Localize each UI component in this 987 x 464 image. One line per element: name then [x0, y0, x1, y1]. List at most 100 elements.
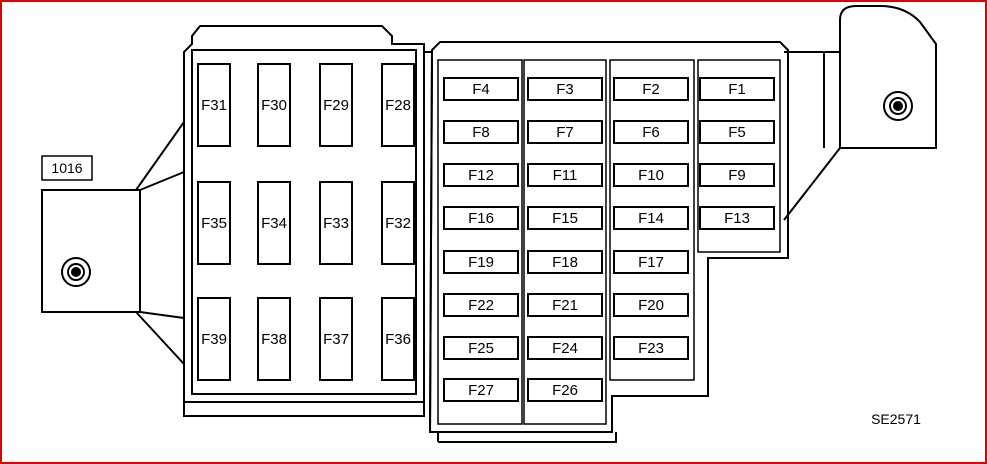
- right-fuse-block: [424, 41, 789, 443]
- fuse-f35-label: F35: [201, 215, 227, 232]
- fuse-f36: F36: [381, 297, 415, 381]
- fuse-f15-outline: [527, 206, 603, 230]
- fuse-f36-label: F36: [385, 331, 411, 348]
- fuse-f26: F26: [527, 378, 603, 402]
- fuse-f20-label: F20: [638, 297, 664, 314]
- fuse-bays: [437, 59, 781, 425]
- fuse-f22-outline: [443, 293, 519, 317]
- fuse-f19-label: F19: [468, 254, 494, 271]
- fuse-f21-label: F21: [552, 297, 578, 314]
- fuse-f14-outline: [613, 206, 689, 230]
- fuse-f7-outline: [527, 120, 603, 144]
- fuse-f1-outline: [699, 77, 775, 101]
- fuse-f8: F8: [443, 120, 519, 144]
- fuse-f20: F20: [613, 293, 689, 317]
- fuse-f26-outline: [527, 378, 603, 402]
- fuse-f7-label: F7: [556, 124, 574, 141]
- fuse-f21-outline: [527, 293, 603, 317]
- fuse-f3: F3: [527, 77, 603, 101]
- fuse-f37-label: F37: [323, 331, 349, 348]
- left-fuse-block: [183, 25, 425, 417]
- fuse-f22-label: F22: [468, 297, 494, 314]
- fuse-f25: F25: [443, 336, 519, 360]
- fuse-f18: F18: [527, 250, 603, 274]
- fuse-f9-outline: [699, 163, 775, 187]
- fuse-f17: F17: [613, 250, 689, 274]
- fuse-f15-label: F15: [552, 210, 578, 227]
- fuse-f25-outline: [443, 336, 519, 360]
- fuse-f32-label: F32: [385, 215, 411, 232]
- fuse-f12: F12: [443, 163, 519, 187]
- fuse-f3-label: F3: [556, 81, 574, 98]
- right-mounting-bracket: [783, 5, 937, 221]
- fuse-f2-outline: [613, 77, 689, 101]
- connector-label: 1016: [51, 160, 82, 176]
- fuse-f16: F16: [443, 206, 519, 230]
- left-mounting-bracket: [41, 121, 185, 365]
- fuse-f6-outline: [613, 120, 689, 144]
- fuse-f5-label: F5: [728, 124, 746, 141]
- fuse-f39: F39: [197, 297, 231, 381]
- fuse-f16-outline: [443, 206, 519, 230]
- fuse-f12-label: F12: [468, 167, 494, 184]
- fuse-f1: F1: [699, 77, 775, 101]
- fuse-f36-outline: [381, 297, 415, 381]
- fuse-f19: F19: [443, 250, 519, 274]
- fuse-f2: F2: [613, 77, 689, 101]
- fuse-f31: F31: [197, 63, 231, 147]
- fuse-f26-label: F26: [552, 382, 578, 399]
- fuse-f13: F13: [699, 206, 775, 230]
- fuse-f34-outline: [257, 181, 291, 265]
- fuse-f39-outline: [197, 297, 231, 381]
- fuse-f12-outline: [443, 163, 519, 187]
- fuse-f8-outline: [443, 120, 519, 144]
- fuse-f35: F35: [197, 181, 231, 265]
- fuse-f30-outline: [257, 63, 291, 147]
- fuse-f29-outline: [319, 63, 353, 147]
- fuse-f6: F6: [613, 120, 689, 144]
- fuse-f23: F23: [613, 336, 689, 360]
- fuse-f9: F9: [699, 163, 775, 187]
- fuse-f19-outline: [443, 250, 519, 274]
- fuse-f17-outline: [613, 250, 689, 274]
- fuse-f5: F5: [699, 120, 775, 144]
- fuse-f34-label: F34: [261, 215, 287, 232]
- fuse-f4-outline: [443, 77, 519, 101]
- fuse-f13-outline: [699, 206, 775, 230]
- fuse-f27: F27: [443, 378, 519, 402]
- fuse-f14-label: F14: [638, 210, 664, 227]
- fuse-f32: F32: [381, 181, 415, 265]
- fuse-f32-outline: [381, 181, 415, 265]
- fuse-f18-outline: [527, 250, 603, 274]
- fuse-f38-outline: [257, 297, 291, 381]
- fuse-f10: F10: [613, 163, 689, 187]
- fuse-f33-outline: [319, 181, 353, 265]
- fuse-f10-outline: [613, 163, 689, 187]
- fuse-f14: F14: [613, 206, 689, 230]
- fuse-f35-outline: [197, 181, 231, 265]
- fuse-f11-outline: [527, 163, 603, 187]
- horizontal-fuse-group: F4F8F12F16F19F22F25F27F3F7F11F15F18F21F2…: [443, 77, 775, 402]
- connector-label-box: 1016: [41, 155, 93, 181]
- fuse-f27-label: F27: [468, 382, 494, 399]
- fuse-f39-label: F39: [201, 331, 227, 348]
- fuse-f33-label: F33: [323, 215, 349, 232]
- fuse-f24: F24: [527, 336, 603, 360]
- fuse-f7: F7: [527, 120, 603, 144]
- fuse-f33: F33: [319, 181, 353, 265]
- fuse-f17-label: F17: [638, 254, 664, 271]
- fuse-f8-label: F8: [472, 124, 490, 141]
- fuse-f11-label: F11: [553, 167, 578, 184]
- fuse-f31-outline: [197, 63, 231, 147]
- fuse-f29-label: F29: [323, 97, 349, 114]
- fuse-f9-label: F9: [728, 167, 746, 184]
- fuse-f37: F37: [319, 297, 353, 381]
- fuse-f25-label: F25: [468, 340, 494, 357]
- fuse-f34: F34: [257, 181, 291, 265]
- fuse-f30: F30: [257, 63, 291, 147]
- fuse-f16-label: F16: [468, 210, 494, 227]
- fuse-f1-label: F1: [728, 81, 746, 98]
- fuse-f29: F29: [319, 63, 353, 147]
